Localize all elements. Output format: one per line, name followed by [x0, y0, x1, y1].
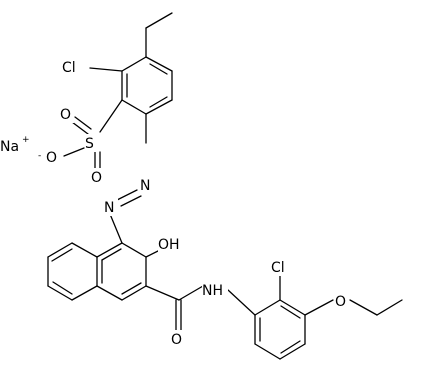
ether-bond-1 — [304, 299, 334, 316]
azo-nitrogen-1: N — [140, 178, 150, 194]
oh-bond — [145, 249, 161, 258]
naphthalene-ring — [47, 242, 147, 301]
ether-oxygen-label: O — [335, 294, 346, 310]
amide-oxygen-label: O — [171, 332, 182, 348]
chlorine-label-bottom: Cl — [271, 260, 285, 276]
amide-nh-label: NH — [202, 283, 223, 299]
counter-ion-label: Na — [0, 139, 19, 155]
sulfonyl-oxygen-upper: O — [60, 107, 71, 123]
chlorine-label-top: Cl — [62, 60, 76, 76]
sulfonate-oxygen: O — [46, 150, 57, 166]
sulfonate-charge: - — [38, 151, 41, 161]
azo-bond-2b — [120, 195, 142, 207]
benzene-ring-top — [121, 56, 173, 115]
amide-c-bond — [145, 285, 180, 301]
ethyl-bond-2 — [145, 12, 173, 29]
amide-cn-bond — [178, 285, 204, 301]
s-o-upper-bond-b — [74, 116, 92, 130]
ether-bond-2 — [349, 299, 378, 316]
cl-bond-top — [89, 67, 123, 72]
hydroxyl-label: OH — [158, 237, 180, 253]
sulfonyl-oxygen-lower: O — [91, 170, 102, 186]
azo-bond-3 — [109, 213, 123, 244]
amide-n-ring-bond — [227, 289, 256, 316]
sulfur-label: S — [85, 136, 94, 152]
ether-bond-3 — [376, 299, 403, 316]
azo-bond-2a — [116, 189, 138, 201]
s-ring-bond — [99, 99, 123, 133]
s-o-minus-bond — [63, 147, 85, 157]
counter-ion-charge: + — [22, 135, 30, 145]
azo-nitrogen-2: N — [104, 200, 114, 216]
benzene-ring-bottom — [254, 299, 306, 360]
s-o-upper-bond-a — [71, 121, 89, 135]
